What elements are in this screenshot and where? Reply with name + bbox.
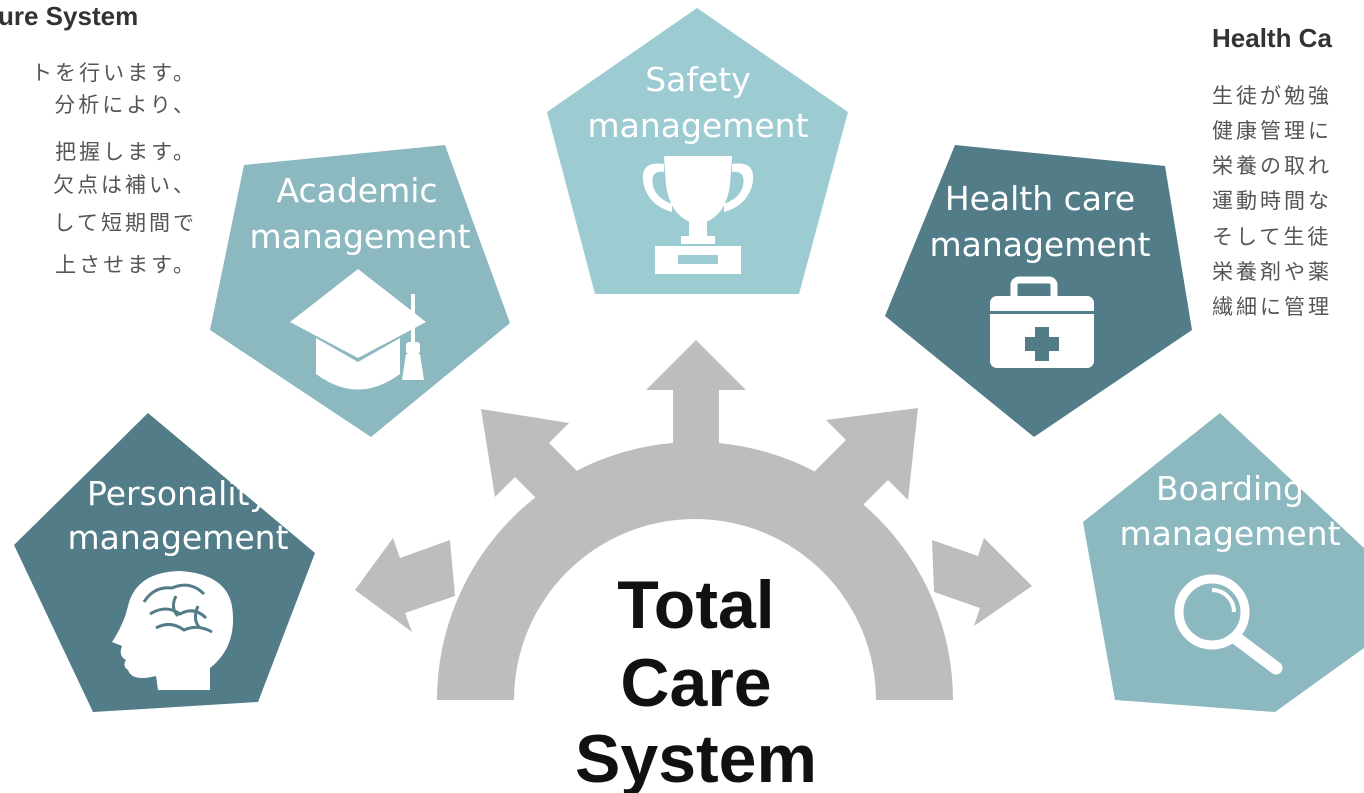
personality-module: Personality management	[14, 413, 315, 712]
safety-pentagon	[547, 8, 848, 294]
arrow-right	[932, 538, 1032, 626]
health-pentagon	[885, 145, 1192, 437]
academic-label-line2: management	[249, 217, 470, 256]
head-brain-icon	[112, 571, 234, 690]
right-panel-line: 健康管理に	[1212, 119, 1332, 143]
left-panel-line: 上させます。	[55, 253, 197, 277]
personality-label-line1: Personality	[87, 474, 269, 513]
boarding-module: Boarding management	[1083, 413, 1364, 712]
left-panel-line: 把握します。	[55, 140, 197, 164]
right-panel-line: 運動時間な	[1212, 189, 1332, 213]
left-panel-heading: ure System	[0, 1, 138, 31]
boarding-label-line1: Boarding	[1156, 469, 1304, 508]
health-label-line2: management	[929, 225, 1150, 264]
arrow-upper-left	[481, 409, 582, 510]
right-panel-line: 生徒が勉強	[1212, 84, 1332, 108]
personality-pentagon	[14, 413, 315, 712]
left-panel-line: して短期間で	[54, 211, 197, 235]
safety-label-line1: Safety	[645, 60, 751, 99]
left-text-panel: ure System トを行います。 分析により、 把握します。 欠点は補い、 …	[0, 1, 197, 277]
arrow-up	[646, 340, 746, 460]
arrow-left	[355, 538, 455, 632]
left-panel-line: 分析により、	[54, 93, 197, 117]
safety-label-line2: management	[587, 106, 808, 145]
right-panel-line: 栄養の取れ	[1212, 154, 1332, 178]
boarding-label-line2: management	[1119, 514, 1340, 553]
academic-module: Academic management	[210, 145, 510, 437]
arc-band	[437, 442, 953, 700]
center-title-line: System	[575, 721, 817, 793]
magnifier-icon	[1174, 574, 1283, 675]
center-title-line: Total	[617, 567, 774, 643]
personality-label-line2: management	[67, 518, 288, 557]
graduation-cap-icon	[290, 269, 426, 390]
right-panel-line: 繊細に管理	[1212, 295, 1332, 319]
boarding-pentagon	[1083, 413, 1364, 712]
health-module: Health care management	[885, 145, 1192, 437]
arrow-upper-right	[810, 408, 918, 516]
health-label-line1: Health care	[945, 179, 1135, 218]
right-panel-heading: Health Ca	[1212, 23, 1332, 53]
safety-module: Safety management	[547, 8, 848, 294]
first-aid-kit-icon	[990, 276, 1094, 368]
center-title: Total Care System	[575, 567, 817, 793]
left-panel-line: トを行います。	[31, 61, 197, 85]
academic-label-line1: Academic	[276, 171, 437, 210]
right-text-panel: Health Ca 生徒が勉強 健康管理に 栄養の取れ 運動時間な そして生徒 …	[1212, 23, 1332, 319]
right-panel-line: そして生徒	[1212, 225, 1331, 249]
center-title-line: Care	[620, 645, 771, 721]
right-panel-line: 栄養剤や薬	[1212, 260, 1332, 284]
center-arc	[355, 340, 1032, 700]
left-panel-line: 欠点は補い、	[53, 173, 197, 197]
trophy-icon	[642, 156, 754, 274]
